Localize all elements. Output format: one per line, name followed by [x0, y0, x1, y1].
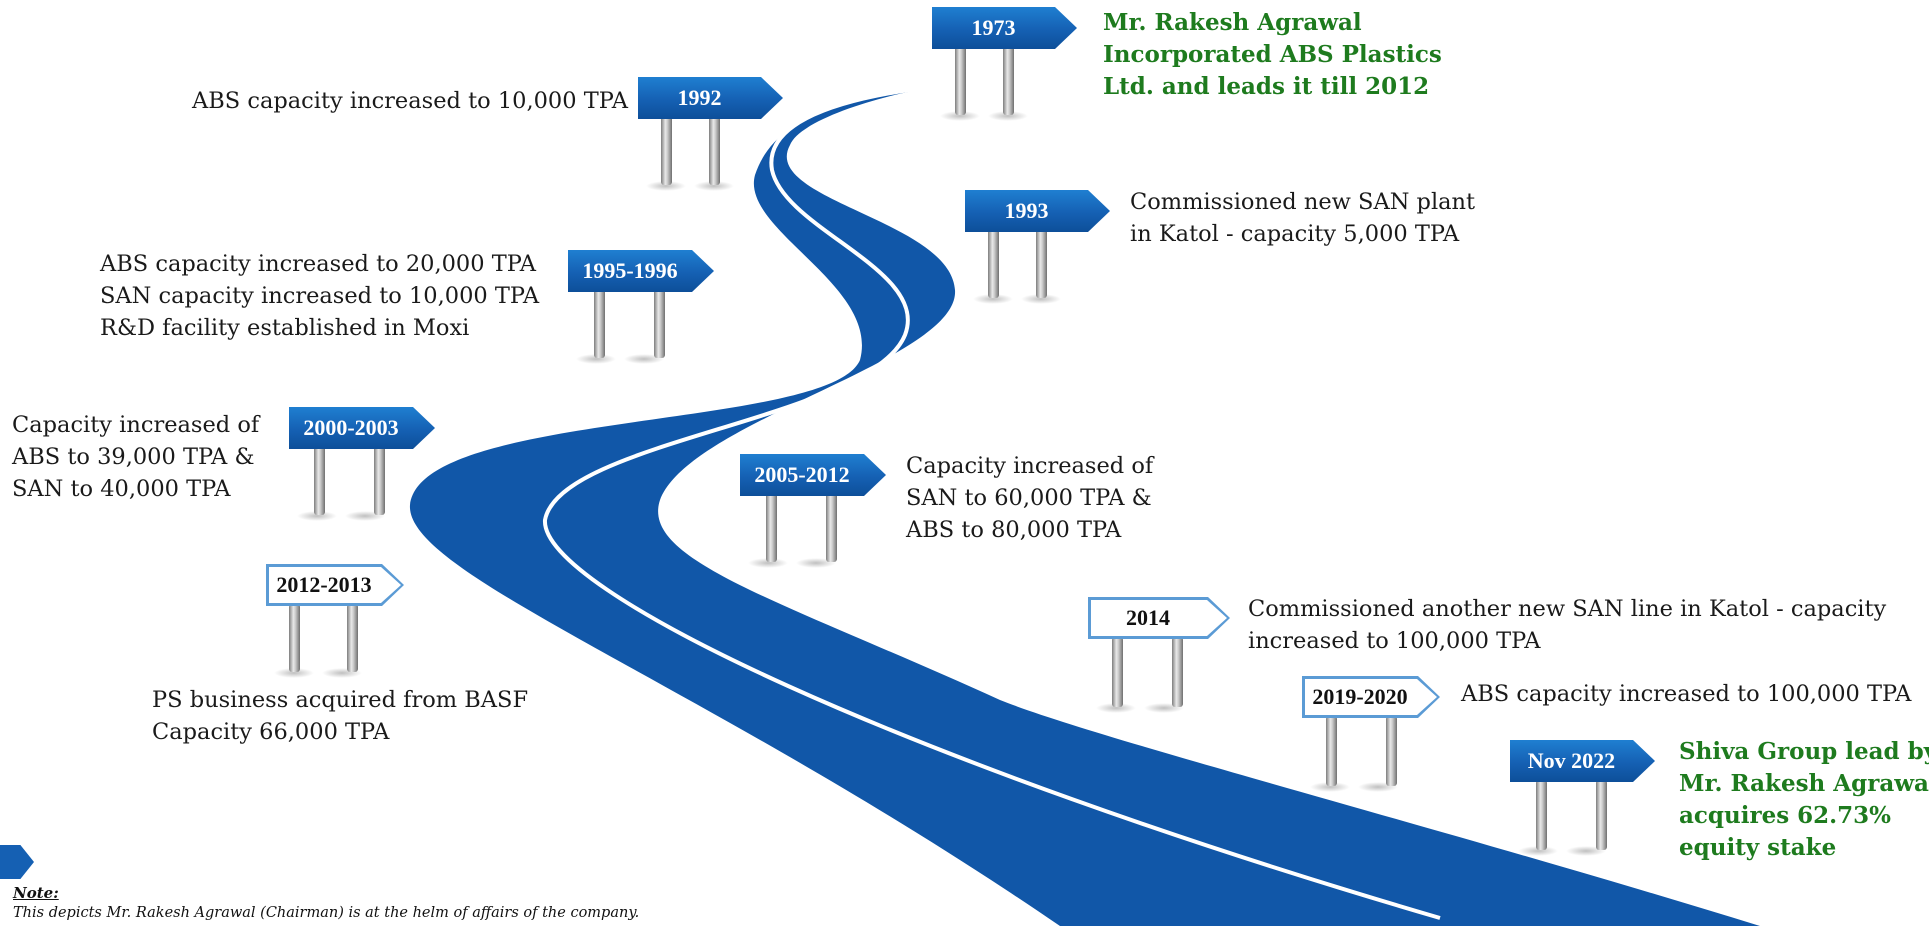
road-centre-line [542, 84, 1441, 920]
year-signboard: 1993 [965, 190, 1110, 232]
milestone-year: 2000-2003 [303, 415, 399, 440]
year-signboard: 1973 [932, 7, 1077, 49]
milestone-year: 2019-2020 [1312, 684, 1408, 709]
milestone-1992: 1992 [638, 77, 783, 191]
year-signboard: 2012-2013 [266, 564, 404, 606]
milestone-description: Shiva Group lead by Mr. Rakesh Agrawal a… [1679, 738, 1929, 861]
milestone-year: 1973 [971, 15, 1016, 40]
sign-post [1003, 45, 1014, 115]
milestone-2019-2020: 2019-2020 [1302, 676, 1440, 792]
milestone-1973: 1973 [932, 7, 1077, 121]
milestone-year: 2005-2012 [754, 462, 850, 487]
milestone-1995-1996: 1995-1996 [568, 250, 714, 364]
year-signboard: 2019-2020 [1302, 676, 1440, 718]
milestone-description: ABS capacity increased to 100,000 TPA [1461, 681, 1912, 707]
milestone-2014: 2014 [1088, 597, 1230, 713]
milestone-year: 1993 [1004, 198, 1049, 223]
milestone-description: Commissioned another new SAN line in Kat… [1248, 596, 1887, 654]
milestone-2012-2013: 2012-2013 [266, 564, 404, 678]
milestone-description: PS business acquired from BASF Capacity … [152, 687, 529, 745]
milestone-description: Capacity increased of SAN to 60,000 TPA … [906, 453, 1154, 543]
year-signboard: Nov 2022 [1510, 740, 1655, 782]
note-title: Note: [13, 884, 59, 902]
milestone-1993: 1993 [965, 190, 1110, 304]
year-signboard: 2000-2003 [289, 407, 435, 449]
milestone-year: 2012-2013 [276, 572, 372, 597]
milestone-2005-2012: 2005-2012 [740, 454, 886, 568]
year-signboard: 2005-2012 [740, 454, 886, 496]
milestone-year: 2014 [1126, 605, 1170, 630]
road-surface [409, 86, 1760, 926]
milestone-description: ABS capacity increased to 10,000 TPA [192, 88, 629, 114]
milestone-description: ABS capacity increased to 20,000 TPA SAN… [100, 251, 540, 341]
milestone-nov-2022: Nov 2022 [1510, 740, 1655, 856]
milestone-description: Commissioned new SAN plant in Katol - ca… [1130, 189, 1476, 247]
note-text: This depicts Mr. Rakesh Agrawal (Chairma… [13, 905, 640, 921]
milestone-2000-2003: 2000-2003 [289, 407, 435, 521]
year-signboard: 1995-1996 [568, 250, 714, 292]
milestone-description: Capacity increased of ABS to 39,000 TPA … [12, 412, 260, 502]
milestone-year: 1995-1996 [582, 258, 678, 283]
sign-post [955, 45, 966, 115]
milestone-year: Nov 2022 [1527, 748, 1616, 773]
milestone-year: 1992 [677, 85, 722, 110]
milestone-description: Mr. Rakesh Agrawal Incorporated ABS Plas… [1103, 9, 1442, 100]
year-signboard: 2014 [1088, 597, 1230, 639]
year-signboard: 1992 [638, 77, 783, 119]
